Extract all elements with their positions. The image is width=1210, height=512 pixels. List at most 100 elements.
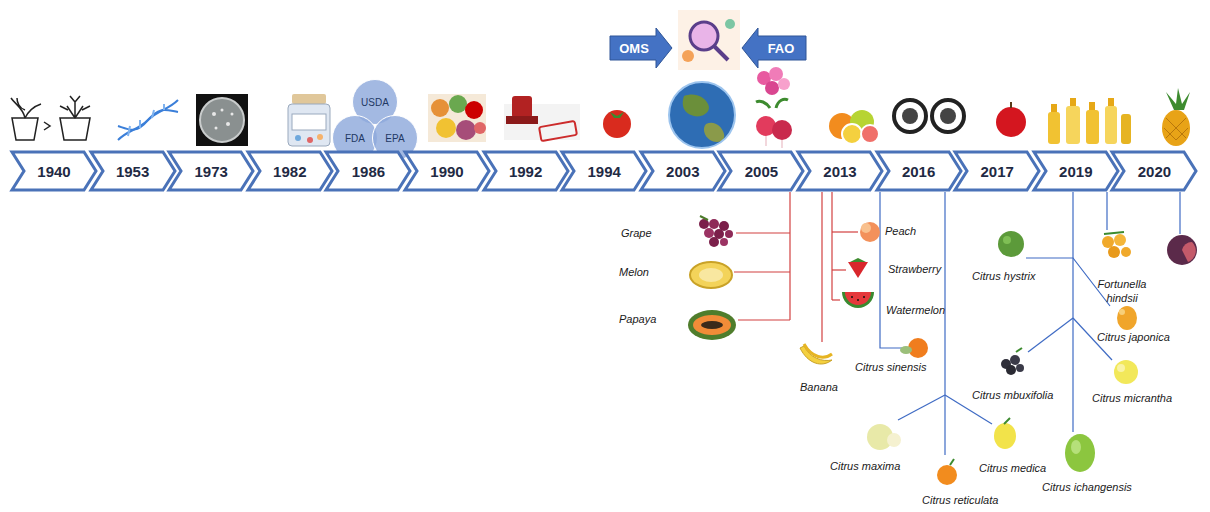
year-label: 2017	[981, 163, 1014, 180]
inspection-icon	[678, 10, 740, 70]
flower-radish-icon	[756, 67, 792, 148]
tomato-icon	[603, 110, 631, 138]
shape-outline	[12, 152, 96, 190]
agency-label: FAO	[768, 41, 795, 56]
dna-icon	[118, 100, 178, 140]
grape-icon	[699, 216, 733, 247]
pill-bottle-icon	[288, 94, 330, 146]
year-chevron: 2003	[641, 152, 725, 190]
year-label: 1994	[588, 163, 621, 180]
agency-arrow: OMS	[610, 28, 672, 68]
agency-label: FDA	[345, 133, 365, 144]
fruit-label: Citrus medica	[979, 462, 1046, 474]
shape-outline	[719, 152, 803, 190]
year-chevron: 1973	[169, 152, 253, 190]
watermelon-icon	[842, 292, 874, 308]
year-chevron: 1994	[562, 152, 646, 190]
shape-outline	[1034, 152, 1118, 190]
year-chevron: 2017	[955, 152, 1039, 190]
pineapple-icon	[1162, 88, 1190, 146]
year-label: 1940	[37, 163, 70, 180]
citrus-sinensis-icon	[900, 338, 928, 358]
year-chevron: 2005	[719, 152, 803, 190]
approved-stamp-icon	[504, 96, 580, 141]
melon-icon	[690, 262, 732, 288]
fig-icon	[1167, 235, 1197, 265]
agency-label: USDA	[361, 97, 389, 108]
year-label: 2019	[1059, 163, 1092, 180]
leader-lines-2005	[734, 192, 790, 320]
apple-icon	[996, 102, 1026, 137]
year-chevron: 1953	[91, 152, 175, 190]
shape-outline	[877, 152, 961, 190]
fruit-pile-icon	[428, 94, 486, 142]
year-label: 1990	[430, 163, 463, 180]
year-label: 2013	[823, 163, 856, 180]
globe-icon	[669, 82, 735, 148]
fruit-label: Citrus micrantha	[1092, 392, 1172, 404]
shape-outline	[169, 152, 253, 190]
fruit-label: Watermelon	[886, 304, 945, 316]
shape-outline	[955, 152, 1039, 190]
year-label: 2003	[666, 163, 699, 180]
year-chevron: 1990	[405, 152, 489, 190]
citrus-reticulata-icon	[937, 459, 957, 485]
fruit-label: Fortunella hindsii	[1096, 277, 1148, 305]
fruit-label: Citrus hystrix	[972, 270, 1036, 282]
year-label: 1986	[352, 163, 385, 180]
shape-outline	[742, 28, 806, 68]
fruit-label: Banana	[800, 381, 838, 393]
year-chevron: 1982	[248, 152, 332, 190]
shape-outline	[610, 28, 672, 68]
fruit-label: Citrus japonica	[1097, 331, 1170, 343]
citrus-micrantha-icon	[1114, 360, 1138, 384]
year-label: 2016	[902, 163, 935, 180]
citrus-mbuxifolia-icon	[1001, 348, 1024, 375]
fortunella-hindsii-icon	[1102, 232, 1131, 258]
fruit-label: Citrus ichangensis	[1042, 481, 1132, 493]
agency-label: OMS	[619, 41, 649, 56]
plant-pots-icon	[11, 96, 90, 140]
year-chevron: 1940	[12, 152, 96, 190]
agency-arrow: FAO	[742, 28, 806, 68]
year-label: 1982	[273, 163, 306, 180]
petri-dish-icon	[196, 94, 248, 146]
peach-icon	[860, 222, 880, 242]
fruit-label: Strawberry	[888, 263, 941, 275]
year-chevron: 1986	[326, 152, 410, 190]
citrus-japonica-icon	[1117, 306, 1137, 330]
year-chevron: 2013	[798, 152, 882, 190]
shape-outline	[1112, 152, 1196, 190]
banana-icon	[800, 344, 832, 364]
fruit-label: Citrus sinensis	[855, 361, 927, 373]
shape-outline	[798, 152, 882, 190]
citrus-hystrix-icon	[998, 231, 1024, 257]
citrus-icon	[829, 110, 879, 144]
agency-label: EPA	[385, 133, 404, 144]
year-chevron: 2019	[1034, 152, 1118, 190]
year-label: 1953	[116, 163, 149, 180]
papaya-icon	[688, 310, 736, 340]
fruit-label: Citrus reticulata	[922, 494, 998, 506]
citrus-ichangensis-icon	[1065, 434, 1095, 472]
leader-lines-2016	[880, 192, 992, 455]
shape-outline	[248, 152, 332, 190]
shape-outline	[405, 152, 489, 190]
year-label: 1973	[195, 163, 228, 180]
year-chevron: 2016	[877, 152, 961, 190]
fruit-label: Citrus maxima	[830, 460, 900, 472]
shape-outline	[562, 152, 646, 190]
oil-bottles-icon	[1048, 98, 1131, 144]
shape-outline	[91, 152, 175, 190]
year-label: 2005	[745, 163, 778, 180]
shape-outline	[641, 152, 725, 190]
year-chevron: 2020	[1112, 152, 1196, 190]
seal-icons	[894, 100, 964, 132]
fruit-label: Melon	[619, 266, 649, 278]
strawberry-icon	[848, 258, 868, 278]
fruit-label: Papaya	[619, 313, 656, 325]
year-label: 1992	[509, 163, 542, 180]
